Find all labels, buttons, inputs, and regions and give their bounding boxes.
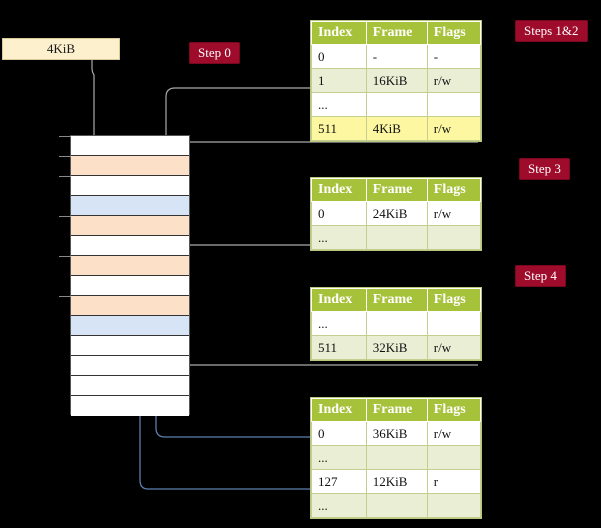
column-header-index: Index — [311, 178, 367, 202]
cell-index: 1 — [311, 68, 367, 93]
cell-flags: r/w — [426, 335, 482, 360]
memory-tick-4 — [59, 216, 71, 217]
cell-index: 0 — [311, 44, 367, 69]
table-row: ... — [311, 225, 482, 250]
memory-frame-6 — [59, 256, 189, 276]
cell-flags — [426, 445, 482, 470]
cell-frame — [365, 445, 428, 470]
cell-index: ... — [311, 311, 367, 336]
cell-flags: r/w — [426, 421, 482, 446]
cell-frame: 12KiB — [365, 469, 428, 494]
column-header-flags: Flags — [426, 178, 482, 202]
cell-index: ... — [311, 493, 367, 518]
cell-index: 511 — [311, 116, 367, 141]
column-header-frame: Frame — [365, 178, 428, 202]
memory-tick-6 — [59, 256, 71, 257]
cell-frame: 16KiB — [365, 68, 428, 93]
cell-index: 127 — [311, 469, 367, 494]
table-row: ... — [311, 493, 482, 518]
column-header-index: Index — [311, 398, 367, 422]
cell-frame — [365, 92, 428, 117]
table-row: ... — [311, 92, 482, 117]
cell-flags — [426, 493, 482, 518]
table-row: 0-- — [311, 44, 482, 69]
cell-flags — [426, 92, 482, 117]
memory-frame-12 — [71, 376, 189, 396]
virtual-address-box: 4KiB — [2, 38, 120, 60]
memory-frame-3 — [71, 196, 189, 216]
badge-step-3: Step 3 — [519, 158, 570, 180]
column-header-frame: Frame — [365, 288, 428, 312]
memory-frame-1 — [59, 156, 189, 176]
badge-step-0: Step 0 — [189, 42, 240, 64]
cell-frame: 36KiB — [365, 421, 428, 446]
memory-frame-11 — [71, 356, 189, 376]
cell-index: 511 — [311, 335, 367, 360]
memory-tick-0 — [59, 136, 71, 137]
cell-frame: 32KiB — [365, 335, 428, 360]
table-row: ... — [311, 311, 482, 336]
memory-tick-2 — [59, 176, 71, 177]
cell-flags: - — [426, 44, 482, 69]
column-header-flags: Flags — [426, 398, 482, 422]
table-row: ... — [311, 445, 482, 470]
cell-frame: - — [365, 44, 428, 69]
cell-frame: 24KiB — [365, 201, 428, 226]
memory-tick-8 — [59, 296, 71, 297]
badge-step-4: Step 4 — [515, 265, 566, 287]
memory-frame-10 — [71, 336, 189, 356]
cell-index: ... — [311, 92, 367, 117]
column-header-flags: Flags — [426, 288, 482, 312]
memory-frame-9 — [71, 316, 189, 336]
cell-frame — [365, 225, 428, 250]
cell-flags: r/w — [426, 116, 482, 141]
cell-flags: r/w — [426, 201, 482, 226]
badge-steps-1-2: Steps 1&2 — [515, 20, 588, 42]
column-header-index: Index — [311, 288, 367, 312]
cell-index: 0 — [311, 201, 367, 226]
column-header-flags: Flags — [426, 21, 482, 45]
cell-flags — [426, 225, 482, 250]
column-header-frame: Frame — [365, 398, 428, 422]
memory-frame-7 — [71, 276, 189, 296]
cell-index: 0 — [311, 421, 367, 446]
cell-index: ... — [311, 225, 367, 250]
memory-frame-8 — [59, 296, 189, 316]
memory-frame-13 — [71, 396, 189, 416]
physical-memory-column — [59, 135, 190, 416]
column-header-frame: Frame — [365, 21, 428, 45]
cell-frame — [365, 493, 428, 518]
cell-index: ... — [311, 445, 367, 470]
cell-flags — [426, 311, 482, 336]
cell-flags: r/w — [426, 68, 482, 93]
cell-frame: 4KiB — [365, 116, 428, 141]
cell-frame — [365, 311, 428, 336]
memory-frame-5 — [71, 236, 189, 256]
memory-tick-1 — [59, 156, 71, 157]
cell-flags: r — [426, 469, 482, 494]
memory-frame-2 — [59, 176, 189, 196]
column-header-index: Index — [311, 21, 367, 45]
memory-frame-0 — [59, 136, 189, 156]
virtual-address-label: 4KiB — [46, 41, 76, 56]
memory-frame-4 — [59, 216, 189, 236]
